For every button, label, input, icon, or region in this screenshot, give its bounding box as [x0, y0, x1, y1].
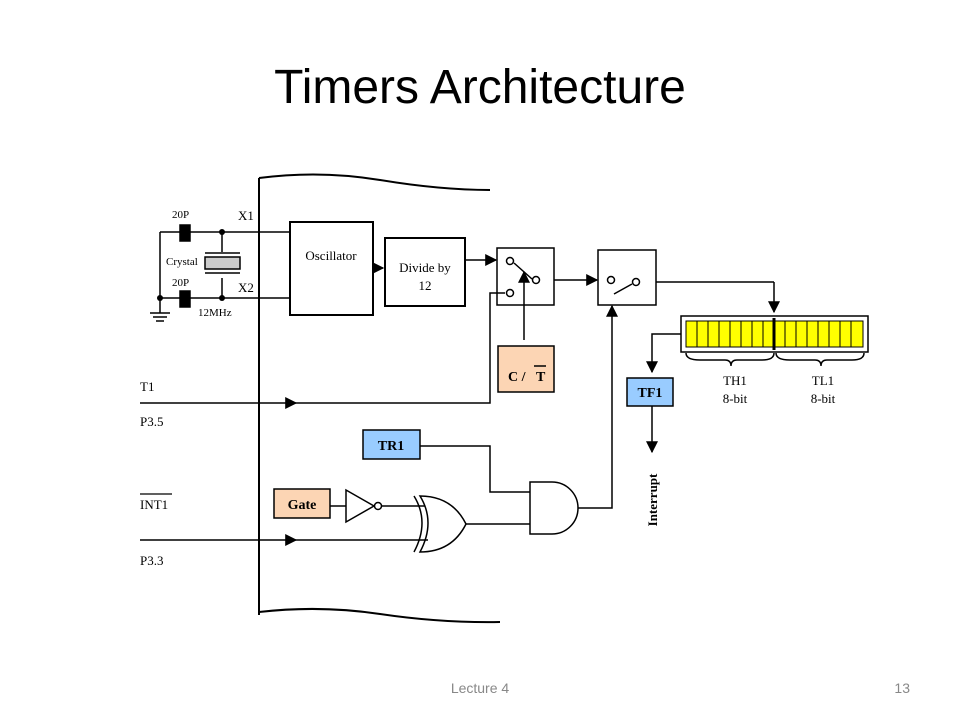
- or-gate: [418, 495, 467, 553]
- oscillator-label: Oscillator: [305, 248, 357, 263]
- footer-lecture: Lecture 4: [450, 680, 510, 696]
- chip-boundary: [258, 173, 501, 624]
- junction-dot: [219, 295, 225, 301]
- cap-top-label: 20P: [172, 209, 189, 221]
- int1-label: INT1: [140, 497, 168, 512]
- tf1-label: TF1: [638, 386, 663, 401]
- tl1-brace: [775, 352, 865, 367]
- x1-label: X1: [238, 208, 254, 223]
- ct-control-box: [497, 345, 555, 393]
- tf1-flag: [626, 377, 674, 407]
- cap-bottom-label: 20P: [172, 277, 189, 289]
- divide-label-line2: 12: [419, 278, 432, 293]
- th1-label: TH1: [723, 373, 747, 388]
- gate-box: [273, 488, 331, 519]
- tl1-bits-label: 8-bit: [811, 391, 836, 406]
- oscillator-block: [289, 221, 374, 316]
- and-gate: [529, 481, 579, 535]
- th1-bits-label: 8-bit: [723, 391, 748, 406]
- th1-brace: [685, 352, 775, 367]
- tl1-label: TL1: [812, 373, 834, 388]
- slide-title: Timers Architecture: [274, 61, 686, 114]
- divide-label-line1: Divide by: [399, 260, 451, 275]
- crystal-label: Crystal: [166, 256, 198, 268]
- p35-label: P3.5: [140, 414, 163, 429]
- freq-label: 12MHz: [198, 307, 232, 319]
- interrupt-label: Interrupt: [645, 473, 660, 526]
- ct-label-bar: T: [536, 370, 546, 385]
- ct-switch-box: [496, 247, 555, 306]
- crystal-circuit: [150, 224, 290, 322]
- p33-label: P3.3: [140, 553, 163, 568]
- ct-label-left: C /: [508, 370, 527, 385]
- tr1-box: [362, 429, 421, 460]
- not-gate: [345, 488, 376, 524]
- gate-label: Gate: [288, 498, 317, 513]
- tr1-label: TR1: [378, 439, 404, 454]
- divide-by-12-block: [384, 237, 466, 307]
- junction-dot: [219, 229, 225, 235]
- tr1-switch-box: [597, 249, 657, 306]
- junction-dot: [157, 295, 163, 301]
- t1-label: T1: [140, 379, 154, 394]
- x2-label: X2: [238, 280, 254, 295]
- page-number: 13: [894, 680, 910, 696]
